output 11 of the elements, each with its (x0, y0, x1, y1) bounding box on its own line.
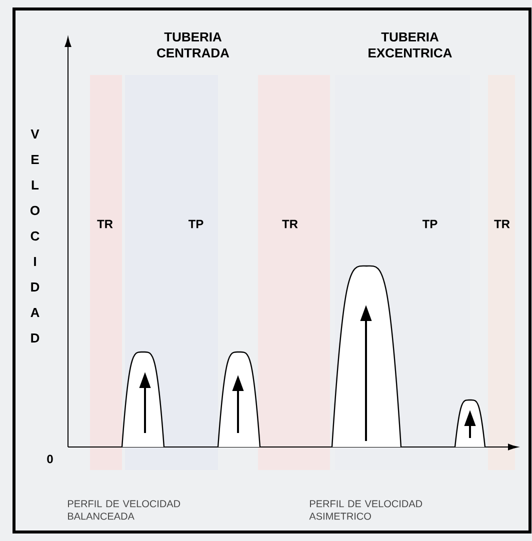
axis-title: VELOCIDAD (30, 130, 40, 342)
heading: TUBERIA CENTRADA (157, 32, 230, 58)
zone-label: TR (494, 220, 510, 228)
zone-label: TP (188, 220, 204, 228)
profile-caption: PERFIL DE VELOCIDAD ASIMETRICO (309, 500, 422, 520)
profile-caption: PERFIL DE VELOCIDAD BALANCEADA (68, 500, 180, 520)
tick-label: 0 (47, 454, 53, 464)
heading: TUBERIA EXCENTRICA (368, 32, 452, 58)
zone-label: TR (282, 220, 298, 228)
zone-label: TP (422, 220, 438, 228)
zone-label: TR (97, 220, 113, 228)
